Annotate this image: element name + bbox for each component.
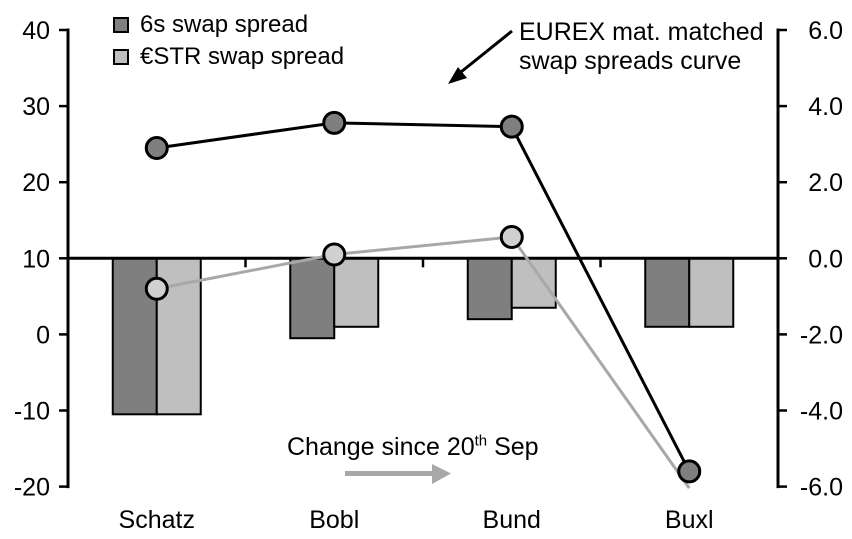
change-annotation-superscript: th xyxy=(474,432,488,450)
series-marker xyxy=(322,242,347,267)
left-axis-tick-label: -20 xyxy=(14,474,50,502)
change-direction-arrow-icon xyxy=(345,464,451,484)
left-axis-tick-label: 40 xyxy=(22,17,50,45)
series-marker xyxy=(144,135,169,160)
curve-annotation-line1: EUREX mat. matched xyxy=(519,18,764,46)
legend-swatch-estr-icon xyxy=(113,49,129,65)
bar-6s-buxl xyxy=(644,257,691,328)
bar-6s-bobl xyxy=(289,257,336,340)
series-marker xyxy=(499,224,524,249)
series-marker xyxy=(499,114,524,139)
change-annotation-prefix: Change since 20 xyxy=(287,433,475,461)
category-label-bund: Bund xyxy=(483,506,541,534)
change-annotation: Change since 20th Sep xyxy=(287,434,539,461)
series-marker xyxy=(322,110,347,135)
legend-label-estr: €STR swap spread xyxy=(140,43,345,70)
left-axis-tick-label: 30 xyxy=(22,93,50,121)
legend-item-6s: 6s swap spread xyxy=(113,13,308,37)
left-axis-tick-label: -10 xyxy=(14,398,50,426)
eurex-annotation-arrow-icon xyxy=(448,29,513,84)
right-axis-tick-label: 4.0 xyxy=(808,93,843,121)
category-label-buxl: Buxl xyxy=(665,506,714,534)
right-axis-tick-label: 0.0 xyxy=(808,245,843,273)
bar-estr-bobl xyxy=(333,257,380,328)
series-line xyxy=(156,121,691,473)
category-label-bobl: Bobl xyxy=(309,506,359,534)
legend-swatch-6s-icon xyxy=(113,17,129,33)
legend-item-estr: €STR swap spread xyxy=(113,45,344,69)
right-axis-tick-label: -2.0 xyxy=(800,321,843,349)
series-marker xyxy=(677,459,702,484)
category-label-schatz: Schatz xyxy=(119,506,195,534)
curve-annotation: EUREX mat. matched swap spreads curve xyxy=(519,18,764,76)
series-marker xyxy=(144,276,169,301)
bar-estr-buxl xyxy=(688,257,735,328)
change-annotation-suffix: Sep xyxy=(487,433,539,461)
right-axis-tick-label: -6.0 xyxy=(800,474,843,502)
bar-6s-bund xyxy=(466,257,513,321)
series-line xyxy=(156,235,691,489)
legend-label-6s: 6s swap spread xyxy=(140,11,309,38)
curve-annotation-line2: swap spreads curve xyxy=(519,47,742,75)
left-axis-tick-label: 20 xyxy=(22,169,50,197)
left-axis-tick-label: 10 xyxy=(22,245,50,273)
right-axis-tick-label: 2.0 xyxy=(808,169,843,197)
right-axis-tick-label: -4.0 xyxy=(800,398,843,426)
left-axis-tick-label: 0 xyxy=(36,321,50,349)
right-axis-tick-label: 6.0 xyxy=(808,17,843,45)
